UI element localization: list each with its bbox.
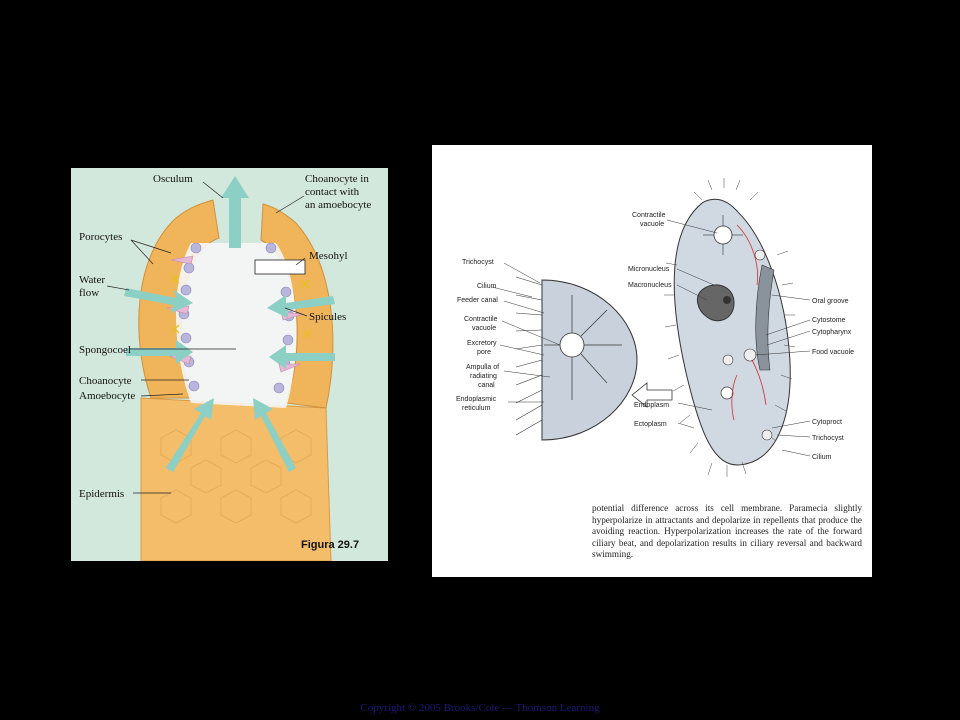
- label-ampulla-3: canal: [478, 382, 495, 389]
- label-oral-groove: Oral groove: [812, 298, 849, 305]
- label-ampulla-2: radiating: [470, 373, 497, 380]
- label-excretory-pore-1: Excretory: [467, 340, 497, 347]
- label-cilium-right: Cilium: [812, 454, 832, 461]
- label-excretory-pore-2: pore: [477, 349, 491, 356]
- label-feeder-canal: Feeder canal: [457, 297, 498, 304]
- label-choanocyte-contact-3: an amoebocyte: [305, 199, 371, 211]
- label-osculum: Osculum: [153, 173, 193, 185]
- sponge-diagram-panel: Osculum Choanocyte in contact with an am…: [71, 168, 388, 561]
- label-choanocyte-contact-2: contact with: [305, 186, 360, 198]
- label-amoebocyte: Amoebocyte: [79, 390, 135, 402]
- label-endoplasmic-2: reticulum: [462, 405, 491, 412]
- label-epidermis: Epidermis: [79, 488, 124, 500]
- label-food-vacuole: Food vacuole: [812, 349, 854, 356]
- label-macronucleus: Macronucleus: [628, 282, 672, 289]
- label-ampulla-1: Ampulla of: [466, 364, 499, 371]
- label-contractile-vacuole-left-1: Contractile: [464, 316, 498, 323]
- label-choanocyte-contact-1: Choanocyte in: [305, 173, 369, 185]
- label-water-flow-1: Water: [79, 274, 105, 286]
- label-choanocyte: Choanocyte: [79, 375, 132, 387]
- label-cytoproct: Cytoproct: [812, 419, 842, 426]
- copyright-footer: Copyright © 2005 Brooks/Cole — Thomson L…: [360, 702, 600, 714]
- label-micronucleus: Micronucleus: [628, 266, 670, 273]
- label-spicules: Spicules: [309, 311, 346, 323]
- label-water-flow-2: flow: [79, 287, 99, 299]
- paramecium-diagram-panel: Trichocyst Cilium Feeder canal Contracti…: [432, 145, 872, 577]
- label-cilium-left: Cilium: [477, 283, 497, 290]
- label-endoplasm: Endoplasm: [634, 402, 669, 409]
- label-spongocoel: Spongocoel: [79, 344, 131, 356]
- figure-number: Figura 29.7: [301, 539, 359, 551]
- label-cytostome: Cytostome: [812, 317, 846, 324]
- label-trichocyst-left: Trichocyst: [462, 259, 494, 266]
- label-cytopharynx: Cytopharynx: [812, 329, 852, 336]
- paramecium-caption: potential difference across its cell mem…: [592, 503, 862, 559]
- label-mesohyl: Mesohyl: [309, 250, 348, 262]
- label-ectoplasm: Ectoplasm: [634, 421, 667, 428]
- paramecium-illustration: Trichocyst Cilium Feeder canal Contracti…: [456, 178, 854, 477]
- label-endoplasmic-1: Endoplasmic: [456, 396, 497, 403]
- label-contractile-vacuole-right-1: Contractile: [632, 212, 666, 219]
- label-porocytes: Porocytes: [79, 231, 122, 243]
- label-contractile-vacuole-left-2: vacuole: [472, 325, 496, 332]
- label-trichocyst-right: Trichocyst: [812, 435, 844, 442]
- sponge-illustration: Osculum Choanocyte in contact with an am…: [79, 173, 371, 561]
- label-contractile-vacuole-right-2: vacuole: [640, 221, 664, 228]
